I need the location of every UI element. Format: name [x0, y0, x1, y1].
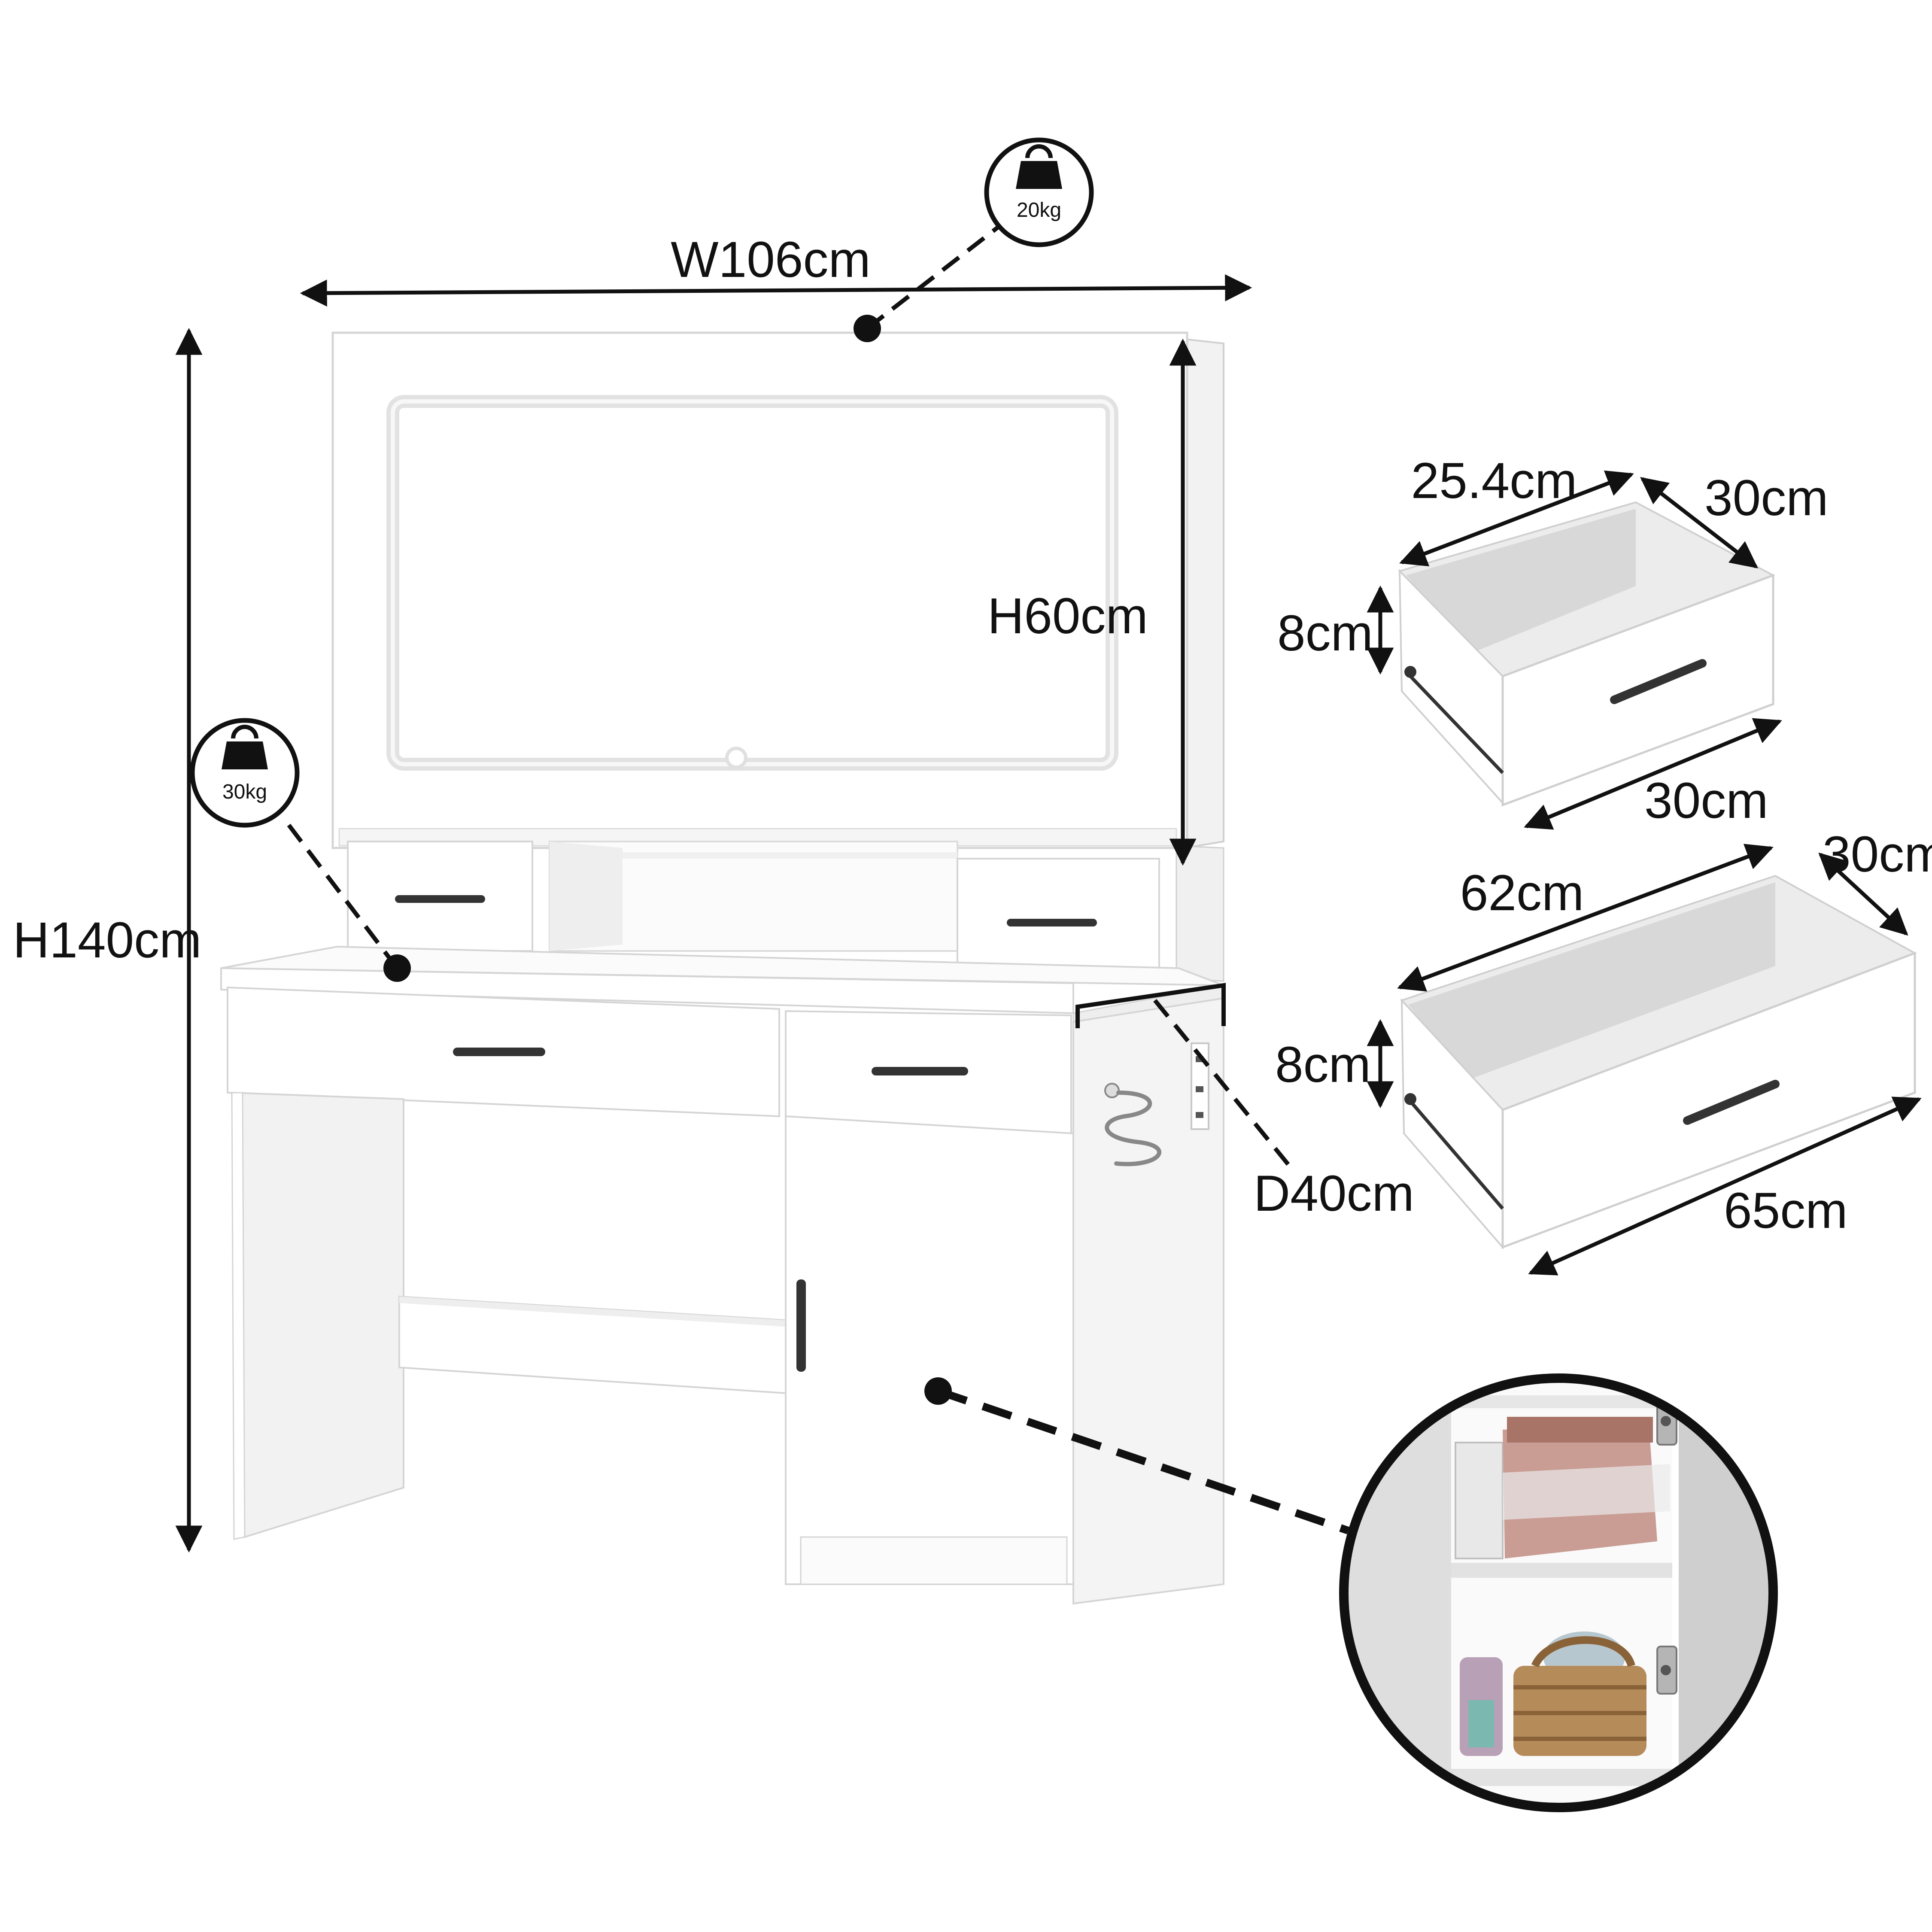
small-drawer-dimension-lines: [1367, 470, 1782, 830]
wicker-basket-icon: [1513, 1631, 1646, 1756]
hair-dryer-holder-icon: [1104, 1083, 1162, 1166]
desk-load-label: 30kg: [222, 781, 267, 803]
mirror-height-label: H60cm: [987, 588, 1148, 644]
hutch-drawer-right-handle: [1007, 919, 1097, 927]
small-drawer-depth-bottom-label: 30cm: [1644, 772, 1768, 829]
depth-label: D40cm: [1254, 1165, 1414, 1222]
desk-left-leg: [231, 1091, 404, 1540]
hinge-bottom-icon: [1656, 1646, 1677, 1695]
top-load-label: 20kg: [1017, 199, 1061, 222]
desk-drawer-left: [227, 986, 780, 1118]
cabinet-detail-callout: [924, 1373, 1778, 1812]
cosmetic-bag-icon: [1460, 1657, 1503, 1756]
large-drawer-length-bottom-label: 65cm: [1724, 1182, 1848, 1239]
depth-bracket: [1075, 983, 1226, 1028]
width-arrow: [300, 274, 1252, 307]
width-label: W106cm: [671, 231, 871, 288]
desk-drawer-right-handle: [872, 1067, 968, 1075]
hutch: [338, 828, 1224, 982]
large-drawer-width-label: 62cm: [1460, 865, 1584, 921]
weight-icon: [1016, 144, 1062, 189]
top-load-badge: 20kg: [854, 137, 1094, 342]
small-drawer-diagram: [1398, 501, 1775, 807]
weight-icon: [222, 725, 268, 769]
desk: [220, 945, 1224, 1605]
vanity-illustration: [220, 331, 1224, 1605]
desk-load-badge: 30kg: [190, 718, 411, 982]
storage-cabinet: [785, 997, 1224, 1605]
hutch-open-shelf: [549, 841, 958, 952]
main-dimension-lines: [175, 274, 1296, 1553]
small-drawer-handle: [1610, 659, 1707, 704]
large-drawer-dimension-lines: [1367, 844, 1922, 1276]
hutch-drawer-left-handle: [395, 895, 485, 903]
large-drawer-depth-top-label: 30cm: [1823, 826, 1932, 883]
hutch-drawer-right: [957, 858, 1160, 969]
large-drawer-height-label: 8cm: [1275, 1036, 1371, 1093]
total-height-label: H140cm: [13, 912, 201, 969]
cabinet-door-handle: [796, 1279, 806, 1372]
mirror-cabinet: [331, 331, 1224, 849]
small-drawer-width-label: 25.4cm: [1411, 453, 1577, 509]
desk-drawer-left-handle: [453, 1048, 545, 1056]
hutch-drawer-left: [347, 841, 533, 952]
small-drawer-depth-top-label: 30cm: [1704, 470, 1829, 526]
desk-drawer-right: [785, 1010, 1072, 1135]
stacked-boxes-icon: [1455, 1417, 1670, 1559]
depth-leader: [1153, 999, 1296, 1174]
small-drawer-height-label: 8cm: [1277, 605, 1373, 662]
led-mirror-frame: [386, 395, 1118, 771]
footrest-bar: [398, 1295, 787, 1394]
touch-switch-icon: [725, 747, 747, 769]
